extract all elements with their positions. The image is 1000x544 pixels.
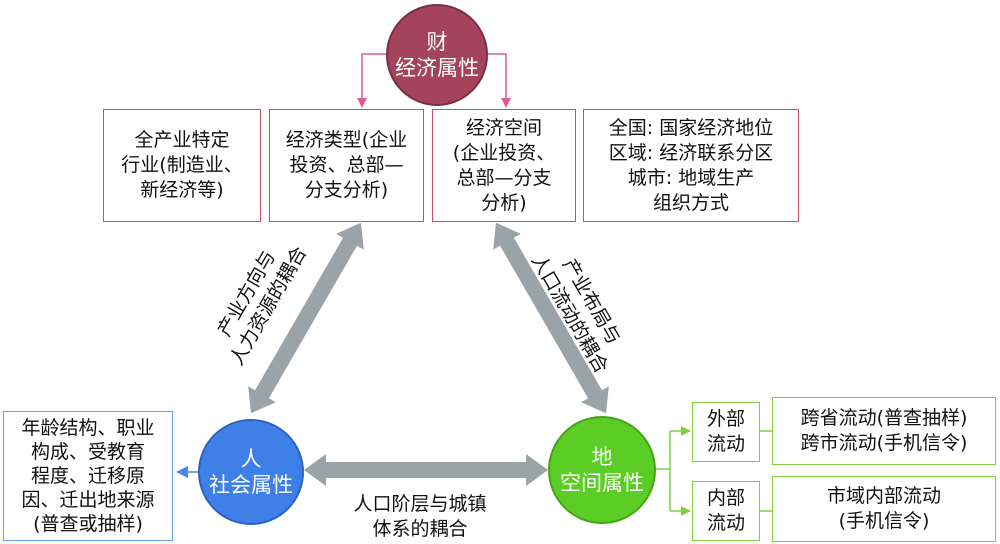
spatial-node-label: 空间属性 [560, 471, 644, 495]
social-detail-line: 年龄结构、职业 [21, 417, 155, 439]
bottom-edge-label-line: 人口阶层与城镇 [353, 493, 487, 515]
internal-flow-box: 内部 流动 [692, 481, 760, 541]
external-flow-detail: 跨省流动(普查抽样) [800, 407, 968, 429]
scales-line: 全国: 国家经济地位 [608, 116, 774, 139]
econ-type-box: 经济类型(企业 投资、总部— 分支分析) [269, 109, 424, 222]
scales-line: 城市: 地域生产 [627, 166, 755, 189]
econ-type-line: 投资、总部— [289, 154, 404, 176]
econ-to-type-connector [357, 53, 386, 108]
econ-space-line: 分析) [481, 191, 527, 214]
social-detail-line: 因、迁出地来源 [21, 489, 155, 511]
external-flow-label: 外部 [706, 408, 745, 430]
industry-line: 行业(制造业、 [121, 154, 243, 176]
internal-flow-detail-box: 市域内部流动 (手机信令) [772, 476, 996, 542]
economic-attribute-node: 财 经济属性 [386, 4, 488, 106]
scales-line: 区域: 经济联系分区 [608, 141, 774, 164]
internal-flow-detail: (手机信令) [838, 510, 930, 532]
bottom-edge-arrow [304, 454, 548, 486]
econ-space-line: 总部—分支 [456, 166, 552, 189]
external-flow-detail-box: 跨省流动(普查抽样) 跨市流动(手机信令) [772, 397, 996, 465]
social-detail-line: 程度、迁移原 [30, 465, 145, 487]
spatial-attribute-node: 地 空间属性 [548, 416, 656, 524]
economic-node-char: 财 [426, 30, 448, 54]
econ-type-line: 分支分析) [304, 179, 389, 201]
econ-space-box: 经济空间 (企业投资、 总部—分支 分析) [432, 109, 576, 222]
right-edge-label: 产业布局与 人口流动的耦合 [518, 226, 641, 390]
industry-box: 全产业特定 行业(制造业、 新经济等) [103, 109, 261, 222]
industry-line: 新经济等) [140, 179, 224, 201]
econ-space-line: (企业投资、 [452, 141, 556, 164]
social-node-label: 社会属性 [209, 473, 293, 497]
social-attribute-node: 人 社会属性 [198, 419, 304, 525]
social-detail-line: (普查或抽样) [33, 513, 143, 535]
scales-line: 组织方式 [652, 191, 729, 214]
social-detail-line: 构成、受教育 [30, 441, 145, 463]
econ-space-line: 经济空间 [465, 116, 542, 139]
internal-flow-detail: 市域内部流动 [826, 485, 941, 507]
scales-box: 全国: 国家经济地位 区域: 经济联系分区 城市: 地域生产 组织方式 [583, 109, 799, 222]
internal-flow-label: 内部 [706, 487, 745, 509]
external-flow-box: 外部 流动 [692, 402, 760, 462]
social-node-char: 人 [240, 447, 262, 471]
bottom-edge-label: 人口阶层与城镇 体系的耦合 [320, 492, 520, 542]
spatial-node-char: 地 [591, 445, 613, 469]
external-flow-detail: 跨市流动(手机信令) [800, 432, 968, 454]
left-edge-label: 产业方向与 人力资源的耦合 [196, 218, 319, 382]
external-flow-label: 流动 [706, 433, 745, 455]
industry-line: 全产业特定 [134, 129, 230, 151]
econ-type-line: 经济类型(企业 [285, 129, 408, 151]
bottom-edge-label-line: 体系的耦合 [372, 518, 468, 540]
economic-node-label: 经济属性 [395, 56, 479, 80]
social-detail-box: 年龄结构、职业 构成、受教育 程度、迁移原 因、迁出地来源 (普查或抽样) [3, 411, 173, 541]
internal-flow-label: 流动 [706, 512, 745, 534]
